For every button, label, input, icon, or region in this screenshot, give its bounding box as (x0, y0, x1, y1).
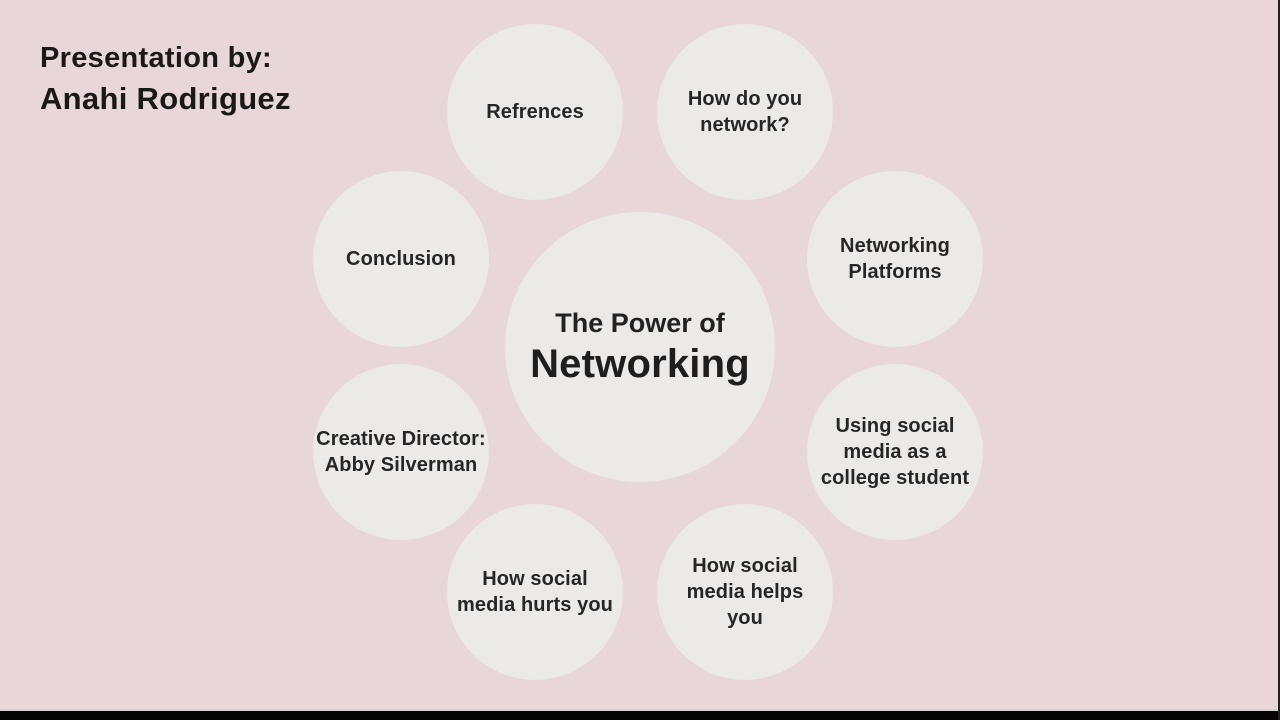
center-topic-title: Networking (530, 342, 750, 386)
topic-label: Using social media as a college student (820, 415, 970, 489)
topic-label: Conclusion (346, 248, 456, 270)
topic-bubble-creative-director[interactable]: Creative Director: Abby Silverman (313, 364, 489, 540)
byline-prefix: Presentation by: (40, 42, 273, 74)
topic-bubble-social-media-helps[interactable]: How social media helps you (657, 504, 833, 680)
screen-edge-right (1278, 0, 1280, 720)
byline: Presentation by: Anahi Rodriguez (40, 38, 291, 120)
topic-label: Refrences (486, 101, 584, 123)
topic-label: How do you network? (687, 88, 803, 136)
center-topic-subtitle: The Power of (555, 308, 725, 338)
topic-bubble-how-do-you-network[interactable]: How do you network? (657, 24, 833, 200)
topic-bubble-center[interactable]: The Power of Networking (505, 212, 775, 482)
topic-label: Creative Director: Abby Silverman (316, 428, 486, 476)
topic-bubble-conclusion[interactable]: Conclusion (313, 171, 489, 347)
topic-bubble-references[interactable]: Refrences (447, 24, 623, 200)
byline-author: Anahi Rodriguez (40, 81, 291, 116)
topic-bubble-social-media-hurts[interactable]: How social media hurts you (447, 504, 623, 680)
topic-label: How social media hurts you (457, 568, 613, 616)
topic-bubble-social-media-college-student[interactable]: Using social media as a college student (807, 364, 983, 540)
topic-bubble-networking-platforms[interactable]: Networking Platforms (807, 171, 983, 347)
letterbox-bottom-bar (0, 709, 1280, 720)
topic-label: Networking Platforms (840, 235, 950, 283)
topic-label: How social media helps you (686, 555, 804, 629)
